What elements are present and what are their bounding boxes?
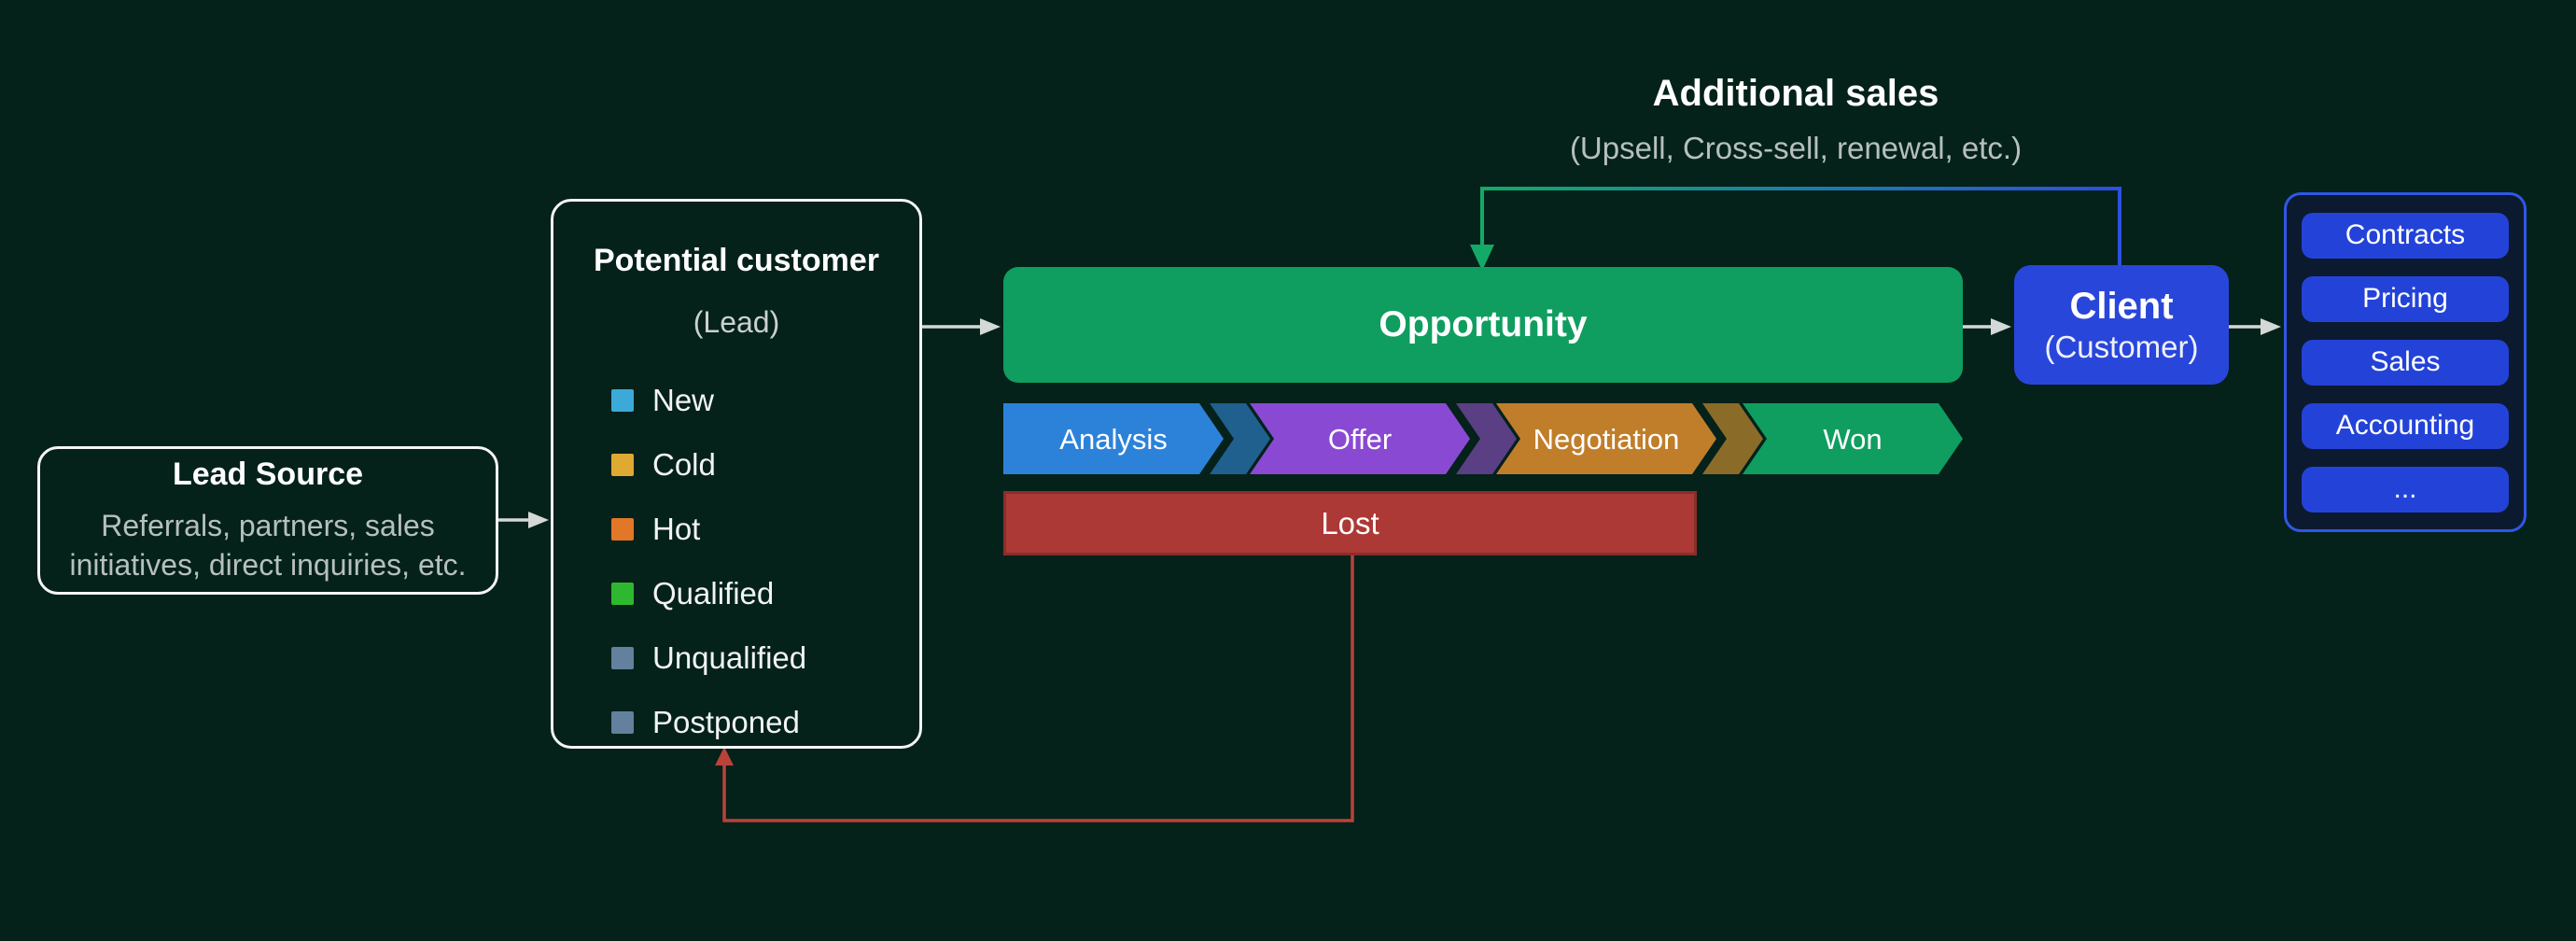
- client-title: Client: [2069, 285, 2174, 327]
- stage-label-won: Won: [1823, 423, 1882, 456]
- lead-status-list: New Cold Hot Qualified Unqualified Postp…: [553, 368, 919, 754]
- lead-source-node: Lead Source Referrals, partners, sales i…: [37, 446, 498, 595]
- status-label: Unqualified: [652, 639, 807, 675]
- potential-customer-node: Potential customer (Lead) New Cold Hot Q…: [551, 199, 922, 749]
- stage-won: [1743, 403, 1963, 474]
- lost-label: Lost: [1321, 505, 1379, 541]
- flow-arrow-potential-to-opportunity: [922, 318, 1001, 335]
- list-item-status-cold: Cold: [611, 432, 919, 497]
- opportunity-stage-bar: Analysis Offer Negotiation Won: [1003, 403, 1963, 474]
- module-button-label: Contracts: [2345, 219, 2466, 250]
- module-button-pricing: Pricing: [2302, 275, 2509, 322]
- module-button-label: Accounting: [2335, 410, 2475, 441]
- module-button-label: Sales: [2370, 346, 2441, 377]
- stage-echo-chevron-icon: [1456, 403, 1517, 474]
- status-label: Hot: [652, 511, 701, 546]
- lead-source-description: Referrals, partners, sales initiatives, …: [69, 508, 467, 582]
- potential-customer-title: Potential customer: [593, 243, 880, 278]
- module-button-accounting: Accounting: [2302, 402, 2509, 449]
- stage-label-analysis: Analysis: [1059, 423, 1167, 456]
- status-swatch-icon: [611, 517, 634, 541]
- flow-arrow-opportunity-to-client: [1963, 318, 2011, 335]
- status-swatch-icon: [611, 646, 634, 669]
- module-button-more: ...: [2302, 466, 2509, 513]
- flow-arrow-client-to-modules: [2229, 318, 2281, 335]
- status-swatch-icon: [611, 582, 634, 605]
- arrowhead-down-icon: [1470, 245, 1494, 271]
- list-item-status-new: New: [611, 368, 919, 432]
- lead-source-title: Lead Source: [172, 456, 364, 492]
- status-label: Postponed: [652, 704, 800, 739]
- status-label: Cold: [652, 446, 716, 482]
- status-label: Qualified: [652, 575, 775, 611]
- stage-analysis: [1003, 403, 1224, 474]
- additional-sales-header: Additional sales (Upsell, Cross-sell, re…: [1469, 73, 2122, 166]
- status-label: New: [652, 382, 715, 417]
- opportunity-node: Opportunity: [1003, 267, 1963, 383]
- status-swatch-icon: [611, 453, 634, 476]
- module-button-contracts: Contracts: [2302, 212, 2509, 259]
- list-item-status-qualified: Qualified: [611, 561, 919, 625]
- list-item-status-unqualified: Unqualified: [611, 625, 919, 690]
- potential-customer-subtitle: (Lead): [693, 305, 780, 339]
- additional-sales-title: Additional sales: [1652, 73, 1939, 114]
- lost-bar: Lost: [1003, 491, 1697, 555]
- status-swatch-icon: [611, 710, 634, 734]
- arrowhead-up-icon: [715, 747, 734, 765]
- additional-sales-subtitle: (Upsell, Cross-sell, renewal, etc.): [1569, 131, 2023, 165]
- flow-arrow-leadsource-to-potential: [498, 512, 549, 528]
- arrowhead-right-icon: [2261, 318, 2281, 335]
- stage-echo-chevron-icon: [1210, 403, 1270, 474]
- stage-label-offer: Offer: [1328, 423, 1392, 456]
- lost-loop-path: [722, 555, 1354, 822]
- lost-feedback-loop-line: [715, 555, 1354, 822]
- client-modules-panel: Contracts Pricing Sales Accounting ...: [2284, 192, 2527, 532]
- client-node: Client (Customer): [2014, 265, 2229, 385]
- additional-sales-loop-line: [1470, 187, 2121, 271]
- arrowhead-right-icon: [528, 512, 549, 528]
- opportunity-label: Opportunity: [1379, 304, 1588, 344]
- additional-sales-loop-path: [1480, 187, 2121, 265]
- stage-echo-chevron-icon: [1702, 403, 1763, 474]
- list-item-status-postponed: Postponed: [611, 690, 919, 754]
- module-button-label: Pricing: [2362, 283, 2448, 314]
- status-swatch-icon: [611, 388, 634, 412]
- stage-label-negotiation: Negotiation: [1533, 423, 1680, 456]
- stage-offer: [1250, 403, 1470, 474]
- module-button-sales: Sales: [2302, 339, 2509, 386]
- stage-negotiation: [1496, 403, 1716, 474]
- arrowhead-right-icon: [1991, 318, 2011, 335]
- list-item-status-hot: Hot: [611, 497, 919, 561]
- client-subtitle: (Customer): [2044, 329, 2199, 364]
- arrowhead-right-icon: [980, 318, 1001, 335]
- module-button-label: ...: [2393, 473, 2417, 504]
